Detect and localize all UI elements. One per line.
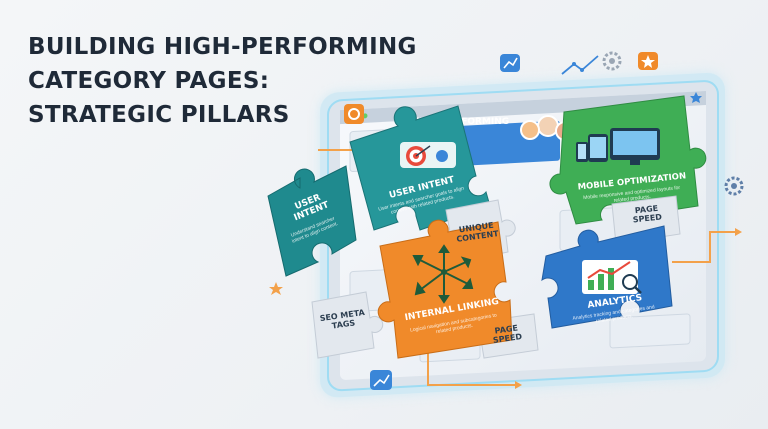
title-line-3: STRATEGIC PILLARS: [28, 102, 290, 128]
trend-line-icon: [561, 55, 599, 75]
trend-icon: [500, 54, 520, 72]
title-line-2: CATEGORY PAGES:: [28, 68, 270, 94]
title-line-1: BUILDING HIGH-PERFORMING: [28, 34, 417, 60]
trend-bottom-icon: [370, 370, 392, 390]
refresh-icon: [344, 104, 364, 124]
devices-icon: [576, 128, 660, 165]
gear-right-icon: [724, 176, 744, 196]
page-title: BUILDING HIGH-PERFORMING CATEGORY PAGES:…: [28, 30, 468, 132]
growth-chart-icon: [582, 260, 642, 294]
piece-internal-linking: [377, 219, 513, 359]
target-icon: [400, 142, 456, 168]
piece-user-intent-left: [267, 165, 357, 277]
piece-seo-meta: [311, 291, 384, 359]
sparkle-icon: [269, 282, 283, 295]
gear-icon: [602, 51, 622, 71]
sparkle-icon-2: [690, 92, 702, 103]
star-icon: [638, 52, 658, 70]
arrows-icon: [412, 244, 474, 304]
